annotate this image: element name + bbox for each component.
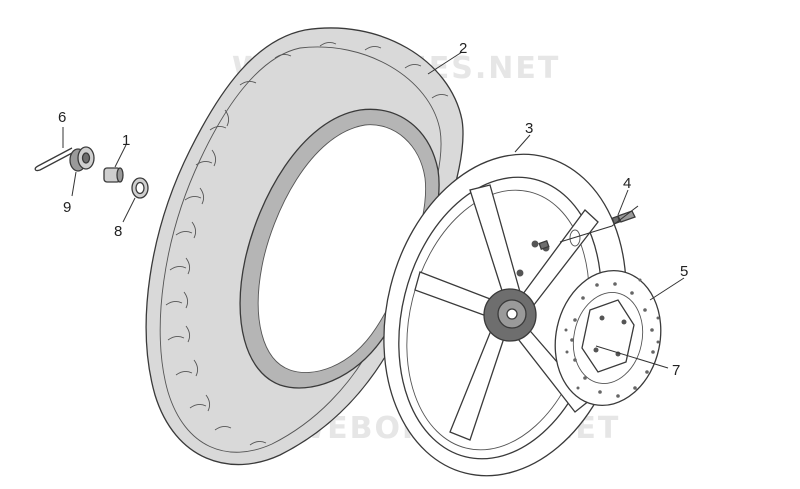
callout-6: 6 [58,109,66,126]
disc-holes [564,278,660,398]
leader-lines [62,51,685,369]
callout-7: 7 [672,362,680,379]
callout-2: 2 [459,40,467,57]
spacer [103,167,124,183]
tread-pattern [165,41,449,446]
callout-4: 4 [623,175,631,192]
callout-8: 8 [114,223,122,240]
seal-ring [131,177,149,199]
cotter-pin [34,147,75,172]
callout-5: 5 [680,263,688,280]
castle-nut [69,146,95,172]
callout-1: 1 [122,132,130,149]
wheel-rim [383,153,627,477]
callout-9: 9 [63,199,71,216]
callout-3: 3 [525,120,533,137]
brake-disc [554,269,662,407]
